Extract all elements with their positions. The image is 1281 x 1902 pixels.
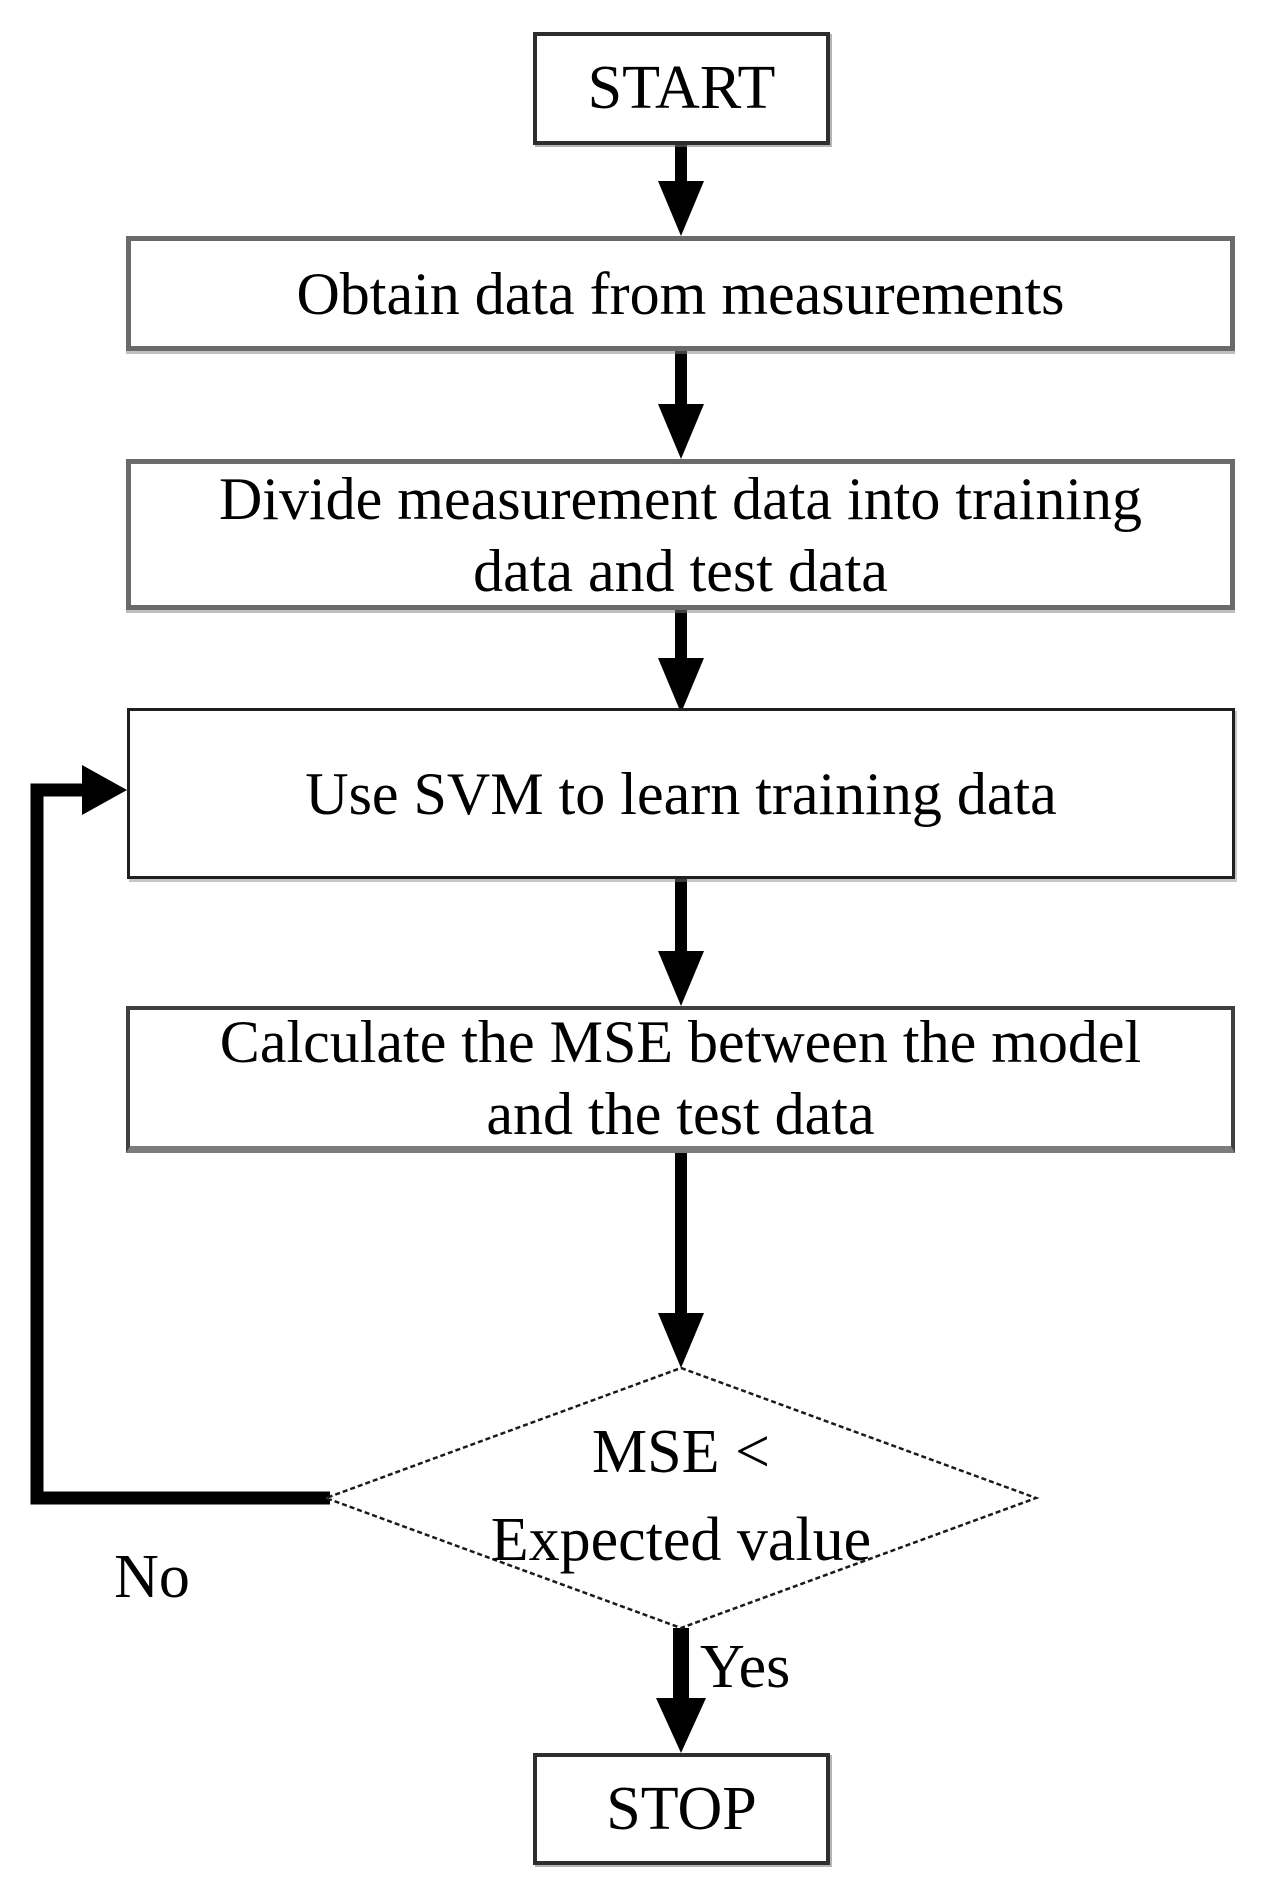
calculate-mse-label-line2: and the test data <box>486 1081 875 1147</box>
arrow-divide-to-svm <box>658 610 704 713</box>
start-node: START <box>533 32 830 145</box>
stop-node: STOP <box>533 1753 830 1865</box>
arrow-obtain-to-divide <box>658 351 704 459</box>
svm-learn-label: Use SVM to learn training data <box>305 760 1057 827</box>
calculate-mse-node: Calculate the MSE between the model and … <box>126 1006 1235 1153</box>
decision-diamond <box>322 1366 1040 1630</box>
no-loop-connector <box>30 765 330 1505</box>
arrow-start-to-obtain <box>658 145 704 236</box>
obtain-data-node: Obtain data from measurements <box>126 236 1235 351</box>
divide-data-node: Divide measurement data into training da… <box>126 459 1235 610</box>
svm-learn-node: Use SVM to learn training data <box>127 708 1235 879</box>
arrow-calculate-to-decision <box>658 1153 704 1368</box>
divide-data-label-line1: Divide measurement data into training <box>218 465 1143 532</box>
calculate-mse-label-line1: Calculate the MSE between the model <box>219 1009 1142 1075</box>
no-branch-label: No <box>114 1543 190 1611</box>
start-label: START <box>587 54 776 123</box>
decision-label-line2: Expected value <box>490 1506 872 1574</box>
arrow-svm-to-calculate <box>658 879 704 1006</box>
obtain-data-label: Obtain data from measurements <box>296 260 1065 327</box>
decision-label-line1: MSE < <box>592 1418 770 1486</box>
divide-data-label-line2: data and test data <box>473 537 888 604</box>
arrow-decision-to-stop <box>656 1628 706 1753</box>
yes-branch-label: Yes <box>700 1633 791 1701</box>
stop-label: STOP <box>606 1774 757 1843</box>
